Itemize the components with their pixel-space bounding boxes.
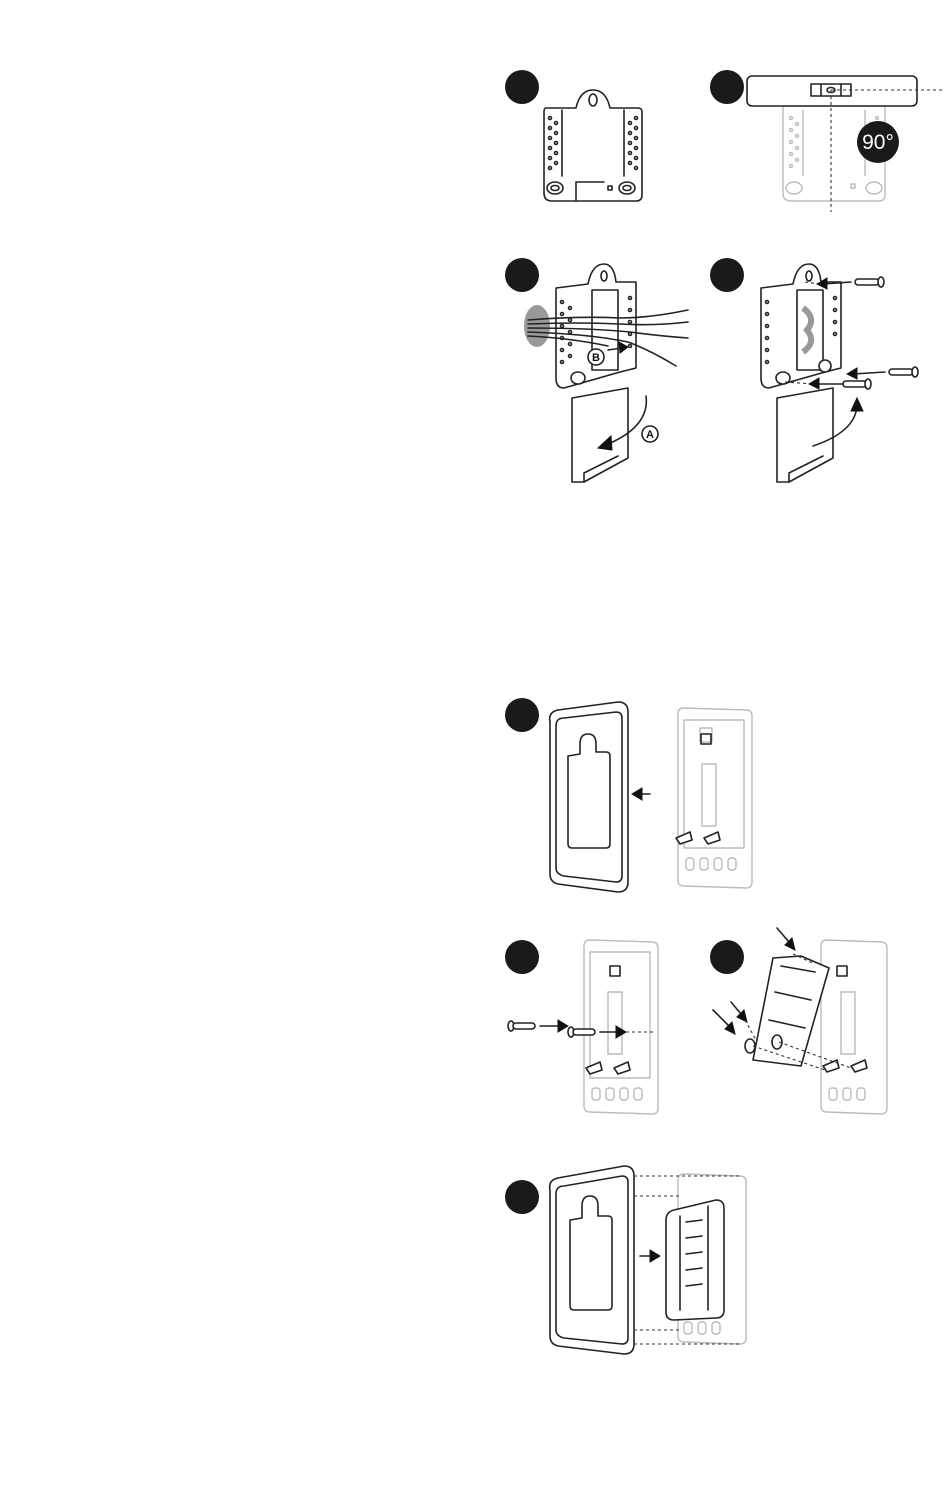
svg-text:B: B: [592, 352, 600, 364]
svg-text:A: A: [646, 429, 654, 441]
screw-icon: [568, 1027, 595, 1037]
thermostat-backplate: [821, 940, 887, 1114]
figure-wallplate-separate: [500, 698, 760, 896]
figure-attach-thermostat: [705, 920, 895, 1120]
thermostat-backplate: [678, 708, 752, 888]
step-badge-2: [710, 70, 744, 104]
step-badge-8: [505, 1180, 539, 1214]
figure-mounting-plate: [500, 70, 660, 210]
step-badge-5: [505, 698, 539, 732]
figure-screw-plate: [705, 258, 925, 490]
figure-wiring-plate: B A: [500, 258, 700, 490]
screw-icon: [889, 367, 918, 377]
step-badge-3: [505, 258, 539, 292]
step-badge-7: [710, 940, 744, 974]
wall-hole: [524, 305, 550, 347]
figure-level-plate: 90°: [705, 70, 945, 215]
screw-icon: [508, 1021, 535, 1031]
wall-plate-cover: [777, 388, 833, 482]
step-badge-6: [505, 940, 539, 974]
figure-attach-wallplate: [500, 1160, 760, 1360]
screw-icon: [843, 379, 871, 389]
thermostat-unit-icon: [666, 1200, 724, 1320]
thermostat-backplate: [584, 940, 658, 1114]
screw-icon: [855, 277, 884, 287]
wall-plate-cover: [572, 388, 628, 482]
step-badge-1: [505, 70, 539, 104]
step-badge-4: [710, 258, 744, 292]
figure-backplate-screw: [500, 940, 670, 1116]
thermostat-unit-icon: [753, 956, 829, 1066]
angle-label: 90°: [862, 131, 894, 154]
